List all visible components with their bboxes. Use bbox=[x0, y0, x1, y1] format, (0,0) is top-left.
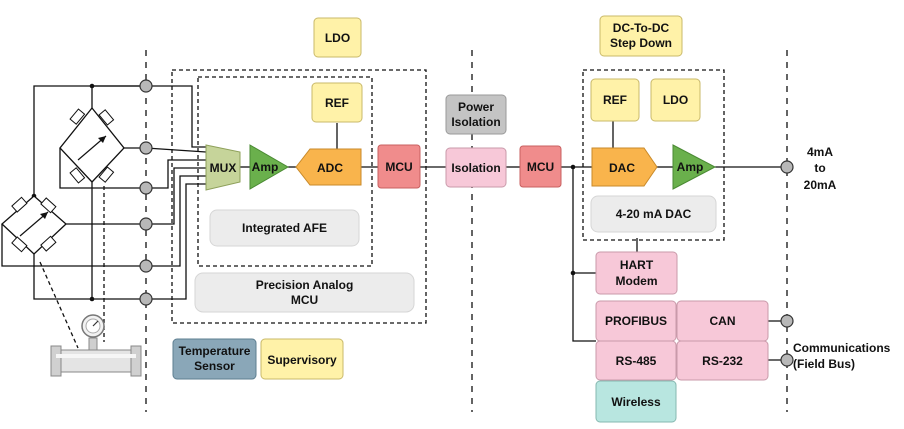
wireless-label: Wireless bbox=[611, 395, 661, 409]
power-isolation-block bbox=[445, 94, 507, 135]
wire bbox=[146, 175, 206, 267]
wire bbox=[146, 159, 206, 189]
ldo-label: LDO bbox=[325, 31, 350, 45]
wire bbox=[59, 148, 146, 189]
wireless-block bbox=[595, 380, 677, 423]
temperature-sensor-label-line2: Sensor bbox=[194, 359, 235, 373]
amp-left-label: Amp bbox=[252, 160, 279, 174]
junction-dot bbox=[570, 270, 576, 276]
mcu-right-label: MCU bbox=[527, 160, 554, 174]
isolation-block bbox=[445, 147, 507, 188]
ldo-right-block bbox=[650, 78, 701, 122]
isolation-label: Isolation bbox=[451, 161, 500, 175]
can-label: CAN bbox=[710, 314, 736, 328]
dac-420-label: 4-20 mA DAC bbox=[616, 207, 692, 221]
pressure-gauge-icon bbox=[81, 314, 105, 338]
wire bbox=[145, 147, 207, 153]
comms-label-line1: Communications bbox=[793, 341, 891, 355]
amp-right-label: Amp bbox=[677, 160, 704, 174]
amp-left-block bbox=[249, 144, 289, 190]
terminal-node bbox=[139, 217, 153, 231]
supervisory-label: Supervisory bbox=[267, 353, 337, 367]
dac-block bbox=[591, 147, 658, 187]
power-isolation-label-line2: Isolation bbox=[451, 115, 500, 129]
dcdc-block bbox=[599, 15, 683, 57]
junction-dot bbox=[89, 83, 95, 89]
wire bbox=[572, 167, 596, 342]
temperature-sensor-label-line1: Temperature bbox=[179, 344, 251, 358]
mcu-left-block bbox=[377, 144, 421, 189]
precision-mcu-label-line1: Precision Analog bbox=[256, 278, 354, 292]
wire bbox=[146, 183, 206, 300]
comms-terminal-node bbox=[780, 353, 794, 367]
hart-modem-label-line1: HART bbox=[620, 258, 654, 272]
junction-dot bbox=[570, 164, 576, 170]
integrated-afe-boundary bbox=[197, 76, 373, 267]
terminal-node bbox=[139, 292, 153, 306]
pipe-icon bbox=[39, 186, 142, 377]
wire bbox=[1, 224, 146, 267]
rs485-label: RS-485 bbox=[616, 354, 657, 368]
ref-right-label: REF bbox=[603, 93, 627, 107]
wiring bbox=[1, 85, 787, 361]
adc-block bbox=[295, 148, 362, 186]
dac-section-boundary bbox=[582, 69, 725, 241]
power-isolation-label-line1: Power bbox=[458, 100, 494, 114]
dcdc-label-line2: Step Down bbox=[610, 36, 672, 50]
ldo-block bbox=[313, 17, 362, 58]
precision-mcu-label-line2: MCU bbox=[291, 293, 318, 307]
terminal-node bbox=[139, 79, 153, 93]
comms-label-line2: (Field Bus) bbox=[793, 357, 855, 371]
wire bbox=[33, 254, 92, 300]
mcu-left-label: MCU bbox=[385, 160, 412, 174]
wire bbox=[146, 85, 206, 148]
ref-label: REF bbox=[325, 96, 349, 110]
output-terminal-node bbox=[780, 160, 794, 174]
adc-label: ADC bbox=[317, 161, 343, 175]
wheatstone-bridge-icon bbox=[59, 106, 125, 184]
hart-modem-label-line2: Modem bbox=[616, 274, 658, 288]
mux-block bbox=[205, 144, 241, 191]
amp-right-block bbox=[672, 144, 717, 190]
wire bbox=[91, 182, 146, 300]
mcu-right-block bbox=[519, 145, 562, 188]
wire bbox=[146, 167, 206, 225]
dac-420-block bbox=[590, 195, 717, 233]
terminal-node bbox=[139, 259, 153, 273]
dcdc-label-line1: DC-To-DC bbox=[613, 21, 670, 35]
profibus-label: PROFIBUS bbox=[605, 314, 667, 328]
comms-terminal-node bbox=[780, 314, 794, 328]
mux-label: MUX bbox=[210, 161, 237, 175]
temperature-sensor-block bbox=[172, 338, 257, 380]
terminal-node bbox=[139, 141, 153, 155]
hart-modem-block bbox=[595, 251, 678, 295]
output-label-line1: 4mA bbox=[807, 145, 833, 159]
rs232-label: RS-232 bbox=[702, 354, 743, 368]
output-label-line3: 20mA bbox=[804, 178, 837, 192]
dac-label: DAC bbox=[609, 161, 635, 175]
terminal-nodes bbox=[139, 79, 794, 367]
output-label-line2: to bbox=[814, 161, 825, 175]
rs485-block bbox=[595, 340, 677, 381]
rs232-block bbox=[676, 340, 769, 381]
wheatstone-bridge-icon bbox=[1, 195, 67, 255]
wire bbox=[91, 85, 146, 108]
supervisory-block bbox=[260, 338, 344, 380]
terminal-node bbox=[139, 181, 153, 195]
precision-mcu-block bbox=[194, 272, 415, 313]
ldo-right-label: LDO bbox=[663, 93, 688, 107]
ref-right-block bbox=[590, 78, 640, 122]
integrated-afe-block bbox=[209, 209, 360, 247]
ref-block bbox=[311, 82, 363, 123]
integrated-afe-label: Integrated AFE bbox=[242, 221, 327, 235]
precision-mcu-boundary bbox=[171, 69, 427, 324]
junction-dot bbox=[89, 296, 95, 302]
